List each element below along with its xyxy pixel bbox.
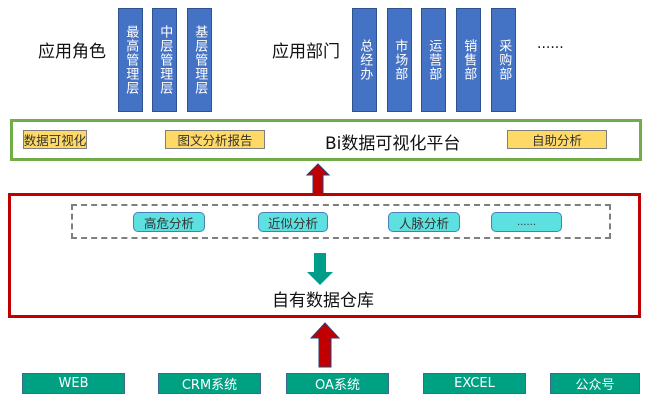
analysis-group [71,204,611,239]
up-arrow-icon [310,322,340,368]
role-box-top-management: 最高管理层 [118,8,143,112]
dept-box-general-office: 总经办 [352,8,377,112]
warehouse-title: 自有数据仓库 [272,291,374,311]
departments-more: ...... [537,36,564,52]
analysis-similarity: 近似分析 [258,212,328,232]
feature-data-visualization: 数据可视化 [23,130,87,149]
role-box-base-management: 基层管理层 [187,8,212,112]
down-arrow-icon [307,253,333,285]
up-arrow-icon [306,163,330,195]
analysis-connections: 人脉分析 [388,212,460,232]
bi-platform-title: Bi数据可视化平台 [325,134,461,154]
feature-report: 图文分析报告 [165,130,265,149]
dept-text: 总经办 [357,39,373,81]
dept-text: 采购部 [496,39,512,81]
dept-box-operations: 运营部 [421,8,446,112]
source-crm: CRM系统 [158,373,261,394]
role-text: 最高管理层 [123,25,139,95]
dept-box-sales: 销售部 [456,8,481,112]
source-oa: OA系统 [286,373,389,394]
dept-box-marketing: 市场部 [387,8,412,112]
dept-box-purchasing: 采购部 [491,8,516,112]
role-text: 中层管理层 [157,25,173,95]
dept-text: 市场部 [392,39,408,81]
analysis-more: ...... [491,212,562,232]
source-web: WEB [22,373,125,394]
role-text: 基层管理层 [192,25,208,95]
dept-text: 销售部 [461,39,477,81]
dept-text: 运营部 [426,39,442,81]
source-wechat-official: 公众号 [550,373,640,394]
role-box-middle-management: 中层管理层 [152,8,177,112]
source-excel: EXCEL [423,373,526,394]
departments-label: 应用部门 [272,42,340,62]
analysis-high-risk: 高危分析 [133,212,205,232]
feature-self-service: 自助分析 [507,130,607,149]
roles-label: 应用角色 [38,42,106,62]
